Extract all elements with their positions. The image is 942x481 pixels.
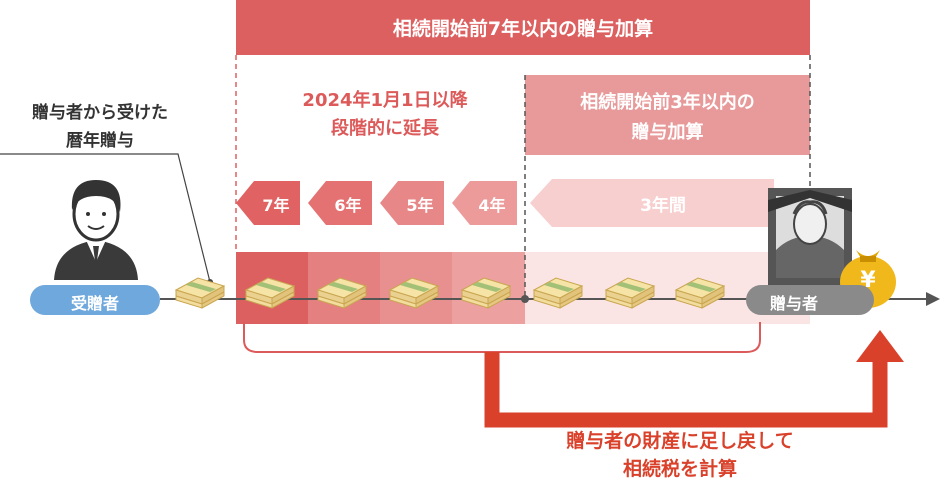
seven-year-header-text: 相続開始前7年以内の贈与加算 [392, 18, 654, 40]
sum-bracket [243, 322, 761, 353]
arrow-3-years-label: 3年間 [640, 196, 686, 216]
extension-note-line1: 2024年1月1日以降 [302, 90, 468, 111]
seven-year-header-band [236, 0, 810, 55]
recipient-badge [30, 285, 160, 315]
conclusion-line2: 相続税を計算 [622, 458, 737, 480]
cash-bundle-icon [175, 277, 225, 309]
arrow-4-year-label: 4年 [478, 196, 506, 215]
arrow-6-year [308, 181, 372, 225]
donor-badge-label: 贈与者 [769, 294, 818, 313]
donor-portrait-icon [768, 188, 852, 286]
arrow-5-year-label: 5年 [406, 196, 434, 215]
conclusion-line1: 贈与者の財産に足し戻して [566, 430, 794, 452]
donor-badge [746, 285, 874, 315]
arrow-5-year [380, 181, 444, 225]
arrow-3-years [530, 179, 774, 227]
arrow-4-year [452, 181, 517, 225]
arrow-6-year-label: 6年 [334, 196, 362, 215]
return-arrow-head [856, 330, 904, 362]
arrow-7-year-label: 7年 [262, 196, 290, 215]
three-year-box-line2: 贈与加算 [631, 122, 704, 143]
caption-leader-line [0, 153, 211, 283]
recipient-badge-label: 受贈者 [70, 294, 119, 313]
recipient-person-icon [54, 180, 138, 280]
caption-line1: 贈与者から受けた [32, 103, 168, 123]
caption-line2: 暦年贈与 [66, 131, 134, 151]
three-year-box [525, 75, 810, 155]
arrow-7-year [236, 181, 300, 225]
timeline-marker-3-year [521, 295, 529, 303]
three-year-box-line1: 相続開始前3年以内の [580, 92, 755, 113]
yen-symbol: ¥ [860, 268, 876, 293]
return-arrow-path [484, 352, 888, 428]
extension-note-line2: 段階的に延長 [331, 118, 439, 139]
timeline-arrowhead [926, 292, 940, 306]
